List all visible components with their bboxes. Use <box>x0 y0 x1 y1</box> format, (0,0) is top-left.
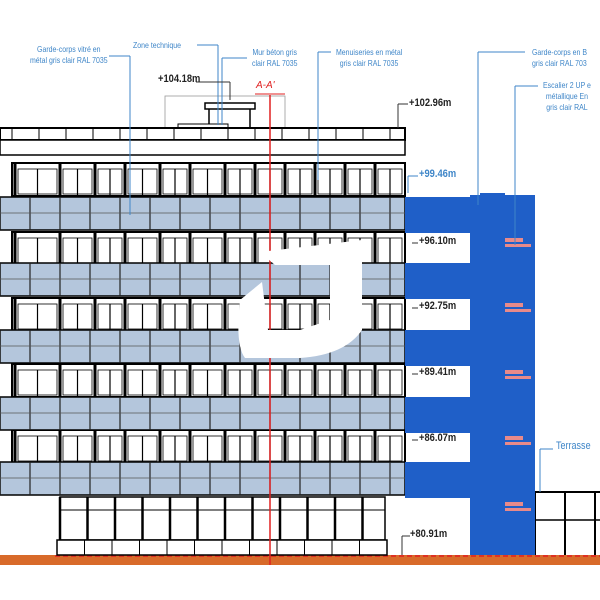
window <box>287 369 313 396</box>
label-line: gris clair RAL 7035 <box>339 58 399 68</box>
window <box>192 369 223 396</box>
window <box>192 303 223 330</box>
stair-bottom <box>470 500 500 555</box>
roof-canopy <box>204 102 256 110</box>
stair-tread-mark <box>505 376 531 379</box>
stair-column <box>470 195 535 555</box>
stair-tread-mark <box>505 238 523 242</box>
window <box>17 369 58 396</box>
window <box>192 168 223 195</box>
terrasse-bg <box>535 492 600 555</box>
window <box>227 168 253 195</box>
window <box>287 435 313 462</box>
window <box>287 303 313 330</box>
label-line: clair RAL 7035 <box>252 58 298 68</box>
label-line: Garde-corps en B <box>532 47 588 57</box>
label-line: Garde-corps vitré en <box>37 44 101 54</box>
window <box>317 435 343 462</box>
window <box>127 168 158 195</box>
window <box>127 303 158 330</box>
stair-tread-mark <box>505 370 523 374</box>
window <box>347 168 373 195</box>
stair-top <box>480 193 505 201</box>
section-mark: A-A' <box>256 80 275 91</box>
label-garde-corps-vitre: Garde-corps vitré en métal gris clair RA… <box>30 44 108 66</box>
window <box>62 369 93 396</box>
stair-tread-mark <box>505 442 531 445</box>
stair-tread-mark <box>505 508 531 511</box>
window <box>377 168 403 195</box>
window <box>162 369 188 396</box>
level-roof: +102.96m <box>409 97 452 109</box>
level-96-10: +96.10m <box>419 235 457 247</box>
level-80-91: +80.91m <box>410 528 448 540</box>
level-86-07: +86.07m <box>419 432 457 444</box>
stair-tread-mark <box>505 436 523 440</box>
level-92-75: +92.75m <box>419 300 457 312</box>
glazed-railing-band <box>0 396 406 431</box>
window <box>377 435 403 462</box>
window <box>127 435 158 462</box>
glazed-railing-band <box>0 196 406 231</box>
window <box>287 168 313 195</box>
window <box>97 369 123 396</box>
window <box>17 435 58 462</box>
window <box>62 303 93 330</box>
white-overlay-shape <box>238 240 362 358</box>
window <box>97 303 123 330</box>
window <box>227 369 253 396</box>
stair-tread-mark <box>505 502 523 506</box>
window <box>62 435 93 462</box>
level-top: +104.18m <box>158 73 201 85</box>
window <box>162 168 188 195</box>
window <box>17 168 58 195</box>
stair-tread-mark <box>505 303 523 307</box>
label-line: métallique En <box>545 91 589 101</box>
window <box>127 369 158 396</box>
window <box>347 435 373 462</box>
label-line: Menuiseries en métal <box>336 47 403 57</box>
level-99-46: +99.46m <box>419 168 457 180</box>
label-line: métal gris clair RAL 7035 <box>30 55 108 65</box>
label-line: Escalier 2 UP e <box>543 80 591 90</box>
ground-strip <box>0 555 600 565</box>
stair-tread-mark <box>505 244 531 247</box>
window <box>317 369 343 396</box>
label-mur-beton: Mur béton gris clair RAL 7035 <box>252 47 297 69</box>
label-zone-technique: Zone technique <box>133 40 182 50</box>
window <box>227 435 253 462</box>
glazed-railing-band <box>0 461 406 496</box>
label-garde-corps-right: Garde-corps en B gris clair RAL 703 <box>532 47 587 69</box>
level-89-41: +89.41m <box>419 366 457 378</box>
window <box>317 168 343 195</box>
label-line: gris clair RAL <box>546 102 588 112</box>
window <box>162 303 188 330</box>
label-escalier: Escalier 2 UP e métallique En gris clair… <box>543 80 591 113</box>
roof-slab <box>0 139 406 156</box>
label-line: Mur béton gris <box>252 47 298 57</box>
window <box>17 303 58 330</box>
window <box>97 435 123 462</box>
stair-tread-mark <box>505 309 531 312</box>
window <box>97 168 123 195</box>
label-line: gris clair RAL 703 <box>532 58 587 68</box>
roof-parapet <box>0 127 406 141</box>
window <box>377 369 403 396</box>
label-menuiseries: Menuiseries en métal gris clair RAL 7035 <box>336 47 402 69</box>
label-terrasse: Terrasse <box>556 440 591 452</box>
window <box>192 435 223 462</box>
window <box>162 435 188 462</box>
window <box>377 303 403 330</box>
window <box>347 369 373 396</box>
window <box>62 168 93 195</box>
